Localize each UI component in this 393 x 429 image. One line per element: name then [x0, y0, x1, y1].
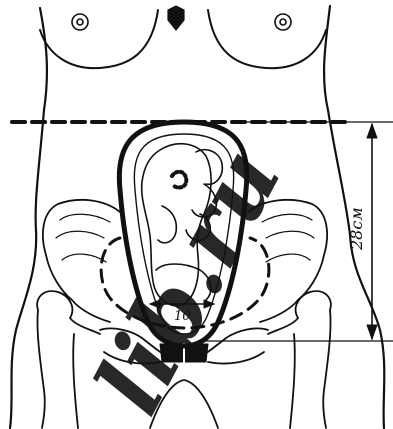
height-label: 28см — [347, 207, 366, 251]
left-breast — [40, 10, 158, 68]
left-nipple — [72, 14, 88, 30]
watermark: lib.ru — [74, 131, 302, 429]
right-femur — [268, 310, 331, 428]
height-arrow-bottom-head — [367, 325, 377, 339]
width-label: 10 — [174, 309, 191, 324]
left-iliac-wing — [43, 200, 120, 322]
right-femoral-head — [296, 291, 331, 318]
right-nipple — [275, 14, 291, 30]
height-arrow-top-head — [367, 124, 377, 138]
left-iliac-inner — [56, 214, 110, 262]
sternum-mark — [168, 6, 184, 30]
right-breast — [208, 10, 326, 68]
